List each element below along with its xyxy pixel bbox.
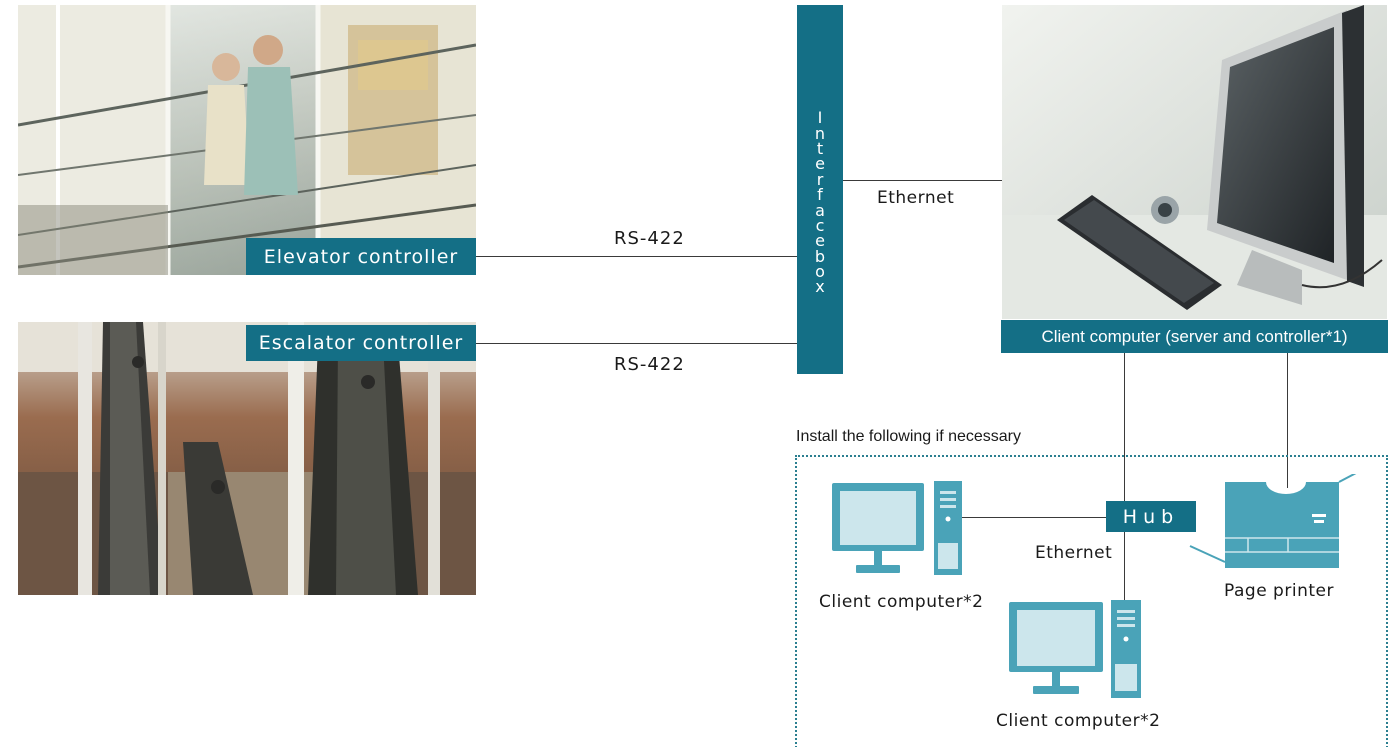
- left-client-to-hub-line: [962, 517, 1106, 518]
- interface-box-letter: c: [815, 215, 825, 235]
- escalator-controller-label: Escalator controller: [246, 325, 476, 361]
- escalator-photo: [18, 322, 476, 595]
- optional-group-caption: Install the following if necessary: [796, 428, 1021, 445]
- client-computer-photo: [1002, 5, 1387, 319]
- interface-box-letter: f: [817, 185, 823, 205]
- interface-box-letter: x: [815, 277, 825, 297]
- interface-box-letter: o: [815, 262, 825, 282]
- desktop-computer-icon: [832, 481, 964, 577]
- interface-box-letter: a: [815, 200, 825, 220]
- desktop-computer-icon-bottom: [1009, 600, 1141, 700]
- elevator-rs422-line: [476, 256, 797, 257]
- ethernet-label-hub: Ethernet: [1035, 543, 1113, 563]
- ethernet-line-main: [843, 180, 1003, 181]
- interface-box-letter: I: [817, 108, 823, 128]
- elevator-photo: [18, 5, 476, 275]
- client-computer-main-label: Client computer (server and controller*1…: [1001, 320, 1388, 353]
- elevator-link-label: RS-422: [614, 228, 685, 249]
- escalator-rs422-line: [476, 343, 797, 344]
- interface-box-letter: e: [815, 231, 825, 251]
- client-to-printer-line: [1287, 353, 1288, 488]
- interface-box-letter: r: [816, 169, 824, 189]
- interface-box-letter: e: [815, 154, 825, 174]
- elevator-controller-label: Elevator controller: [246, 238, 476, 275]
- escalator-link-label: RS-422: [614, 354, 685, 375]
- client-computer-left-label: Client computer*2: [819, 592, 984, 612]
- client-computer-bottom-label: Client computer*2: [996, 711, 1161, 731]
- client-to-hub-line: [1124, 353, 1125, 501]
- page-printer-label: Page printer: [1224, 581, 1334, 601]
- ethernet-label-main: Ethernet: [877, 188, 955, 208]
- interface-box-letter: t: [816, 138, 824, 158]
- interface-box-letter: b: [814, 246, 826, 266]
- printer-icon: [1188, 474, 1360, 574]
- interface-box-letter: n: [814, 123, 826, 143]
- hub-to-bottom-client-line: [1124, 532, 1125, 600]
- hub-box: Hub: [1106, 501, 1196, 532]
- optional-equipment-box: [795, 455, 1388, 747]
